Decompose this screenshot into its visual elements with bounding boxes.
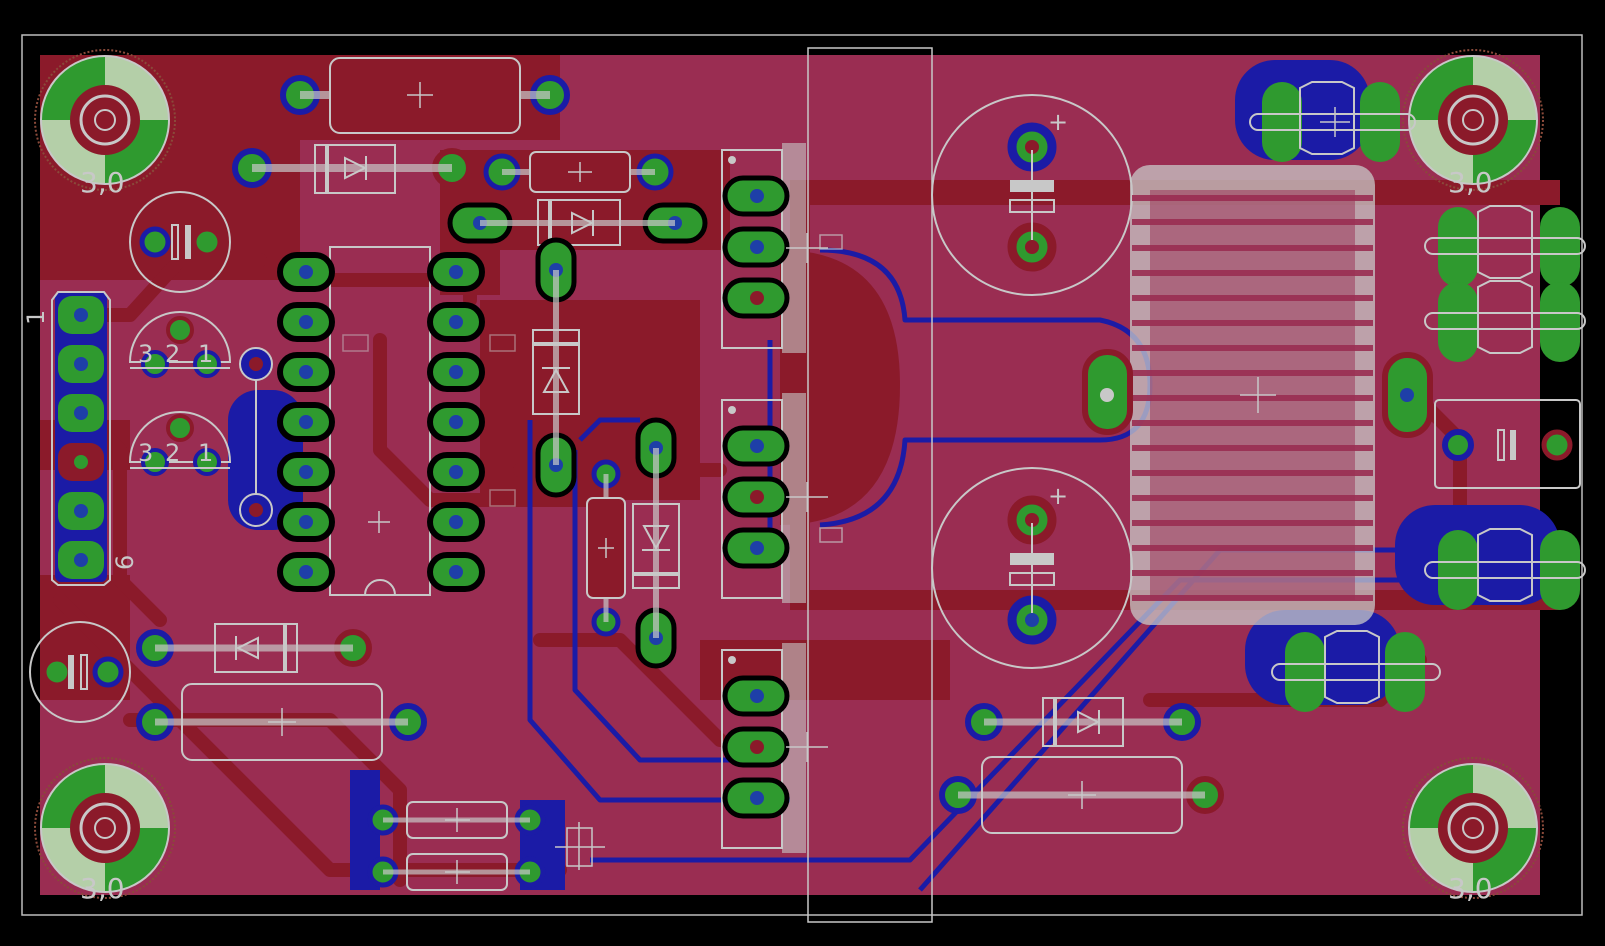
connector-pin-6-label: 6 [111, 555, 139, 570]
q2-pin-2: 2 [165, 439, 180, 467]
connector-pin-1-label: 1 [22, 310, 50, 325]
q1-pin-3: 3 [138, 340, 153, 368]
mounting-hole-top-left [34, 49, 176, 191]
capacitor-c4 [29, 621, 131, 723]
mounting-hole-label-bl: 3,0 [80, 872, 125, 905]
diode-d1 [232, 144, 472, 194]
diode-d3 [532, 237, 580, 498]
mounting-hole-label-br: 3,0 [1448, 872, 1493, 905]
capacitor-c2 [931, 94, 1133, 296]
resistor-r1 [280, 57, 570, 134]
mounting-hole-label-tl: 3,0 [80, 166, 125, 199]
q1-pin-2: 2 [165, 340, 180, 368]
diode-d6 [136, 623, 372, 673]
diode-d5 [965, 697, 1201, 747]
c2-plus: + [1048, 108, 1068, 136]
resistor-r5 [136, 683, 427, 761]
c3-plus: + [1048, 482, 1068, 510]
smd-pads-heatsink [819, 234, 843, 543]
resistor-r7 [367, 853, 546, 891]
diode-d4 [632, 417, 680, 669]
regulator-u2 [721, 393, 828, 603]
regulator-u1 [721, 143, 828, 353]
q1-pin-1: 1 [198, 340, 213, 368]
resistor-r3 [586, 459, 626, 637]
mounting-hole-bottom-right [1402, 757, 1544, 899]
capacitor-c1 [129, 191, 231, 293]
capacitor-c3 [931, 467, 1133, 669]
pin-header-connector [51, 291, 111, 586]
regulator-u3 [721, 643, 828, 853]
resistor-r6 [367, 801, 546, 839]
q2-pin-1: 1 [198, 439, 213, 467]
vias-left [239, 347, 273, 527]
inductor-coil [1082, 165, 1433, 625]
diode-d2 [447, 199, 708, 246]
heatsink-outline [807, 47, 933, 923]
board-outline [21, 34, 1583, 916]
mounting-hole-top-right [1402, 49, 1544, 191]
resistor-r2 [483, 151, 674, 193]
transistor-q1 [128, 311, 232, 378]
right-parts [1249, 81, 1586, 712]
q2-pin-3: 3 [138, 439, 153, 467]
resistor-r4 [939, 756, 1224, 834]
smd-marks [342, 334, 605, 870]
transistor-q2 [128, 411, 232, 476]
mounting-hole-bottom-left [34, 757, 176, 899]
ic-dip14 [277, 246, 485, 596]
mounting-hole-label-tr: 3,0 [1448, 166, 1493, 199]
